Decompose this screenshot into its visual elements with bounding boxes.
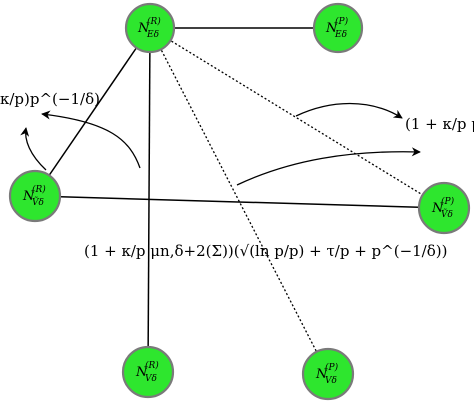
node-n-vtilde-delta-r: N(R)Ṽδ	[8, 169, 62, 223]
node-label-subscript: Vδ	[325, 376, 337, 386]
arrow-to-top-right-label	[295, 102, 403, 119]
arrow-to-left-node-side	[20, 127, 47, 171]
annotation-top-left: κ/p)p^(−1/δ)	[0, 90, 100, 108]
annotation-middle: (1 + κ/p μn,δ+2(Σ))(√(ln p/p) + τ/p + p^…	[84, 242, 447, 260]
node-label-main: N	[22, 189, 35, 204]
node-label-superscript: (R)	[145, 360, 159, 371]
node-label-subscript: Eδ	[146, 30, 159, 40]
node-n-v-delta-p: N(P) Vδ	[301, 347, 355, 401]
node-label-superscript: (P)	[335, 16, 349, 27]
node-label-main: N	[135, 365, 148, 380]
node-n-e-delta-r: N(R) Eδ	[124, 2, 176, 54]
node-label-subscript: Vδ	[145, 374, 157, 384]
node-label-superscript: (R)	[32, 184, 46, 195]
node-n-e-delta-p: N(P) Eδ	[312, 2, 364, 54]
node-label-superscript: (R)	[147, 16, 161, 27]
arrow-to-top-left-label	[41, 110, 141, 169]
node-label-main: N	[137, 21, 150, 36]
node-label-superscript: (P)	[441, 196, 455, 207]
edge-vrleft-vpright	[34, 195, 445, 209]
node-label-superscript: (P)	[325, 362, 339, 373]
edge-er-vpbottom-dotted	[149, 27, 329, 375]
edge-er-vrleft	[34, 27, 151, 197]
annotation-top-right: (1 + κ/p μ	[405, 115, 474, 133]
node-n-vtilde-delta-p: N(P)Ṽδ	[417, 181, 471, 235]
arrow-to-right-middle	[236, 147, 421, 186]
node-label-subscript: Ṽδ	[32, 196, 44, 208]
node-n-v-delta-r: N(R) Vδ	[121, 345, 175, 399]
node-label-subscript: Eδ	[334, 30, 347, 40]
node-label-main: N	[431, 201, 444, 216]
node-label-main: N	[325, 21, 338, 36]
edge-er-vpright-dotted	[149, 27, 445, 209]
node-label-subscript: Ṽδ	[441, 208, 453, 220]
node-label-main: N	[315, 367, 328, 382]
